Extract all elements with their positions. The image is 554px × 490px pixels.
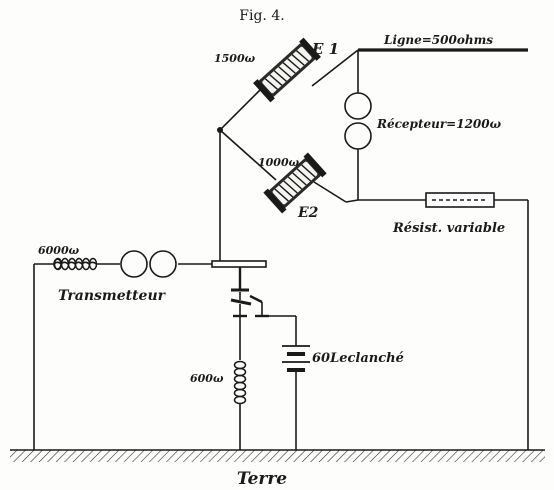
coil4-symbol bbox=[233, 360, 247, 405]
resistance-variable-label: Résist. variable bbox=[392, 221, 505, 236]
battery-symbol bbox=[282, 345, 310, 372]
transmetteur-label: Transmetteur bbox=[58, 288, 167, 304]
coil1-resistance-label: 1500ω bbox=[214, 52, 256, 65]
recepteur-label: Récepteur=1200ω bbox=[376, 117, 502, 131]
e2-label: E2 bbox=[297, 205, 319, 221]
coil4-resistance-label: 600ω bbox=[190, 372, 224, 385]
recepteur-symbol bbox=[344, 92, 372, 150]
bridge-junction bbox=[217, 127, 223, 133]
resistance-variable-symbol bbox=[425, 192, 495, 208]
ground bbox=[10, 449, 545, 462]
coil3-loops bbox=[53, 257, 98, 271]
battery-label: 60Leclanché bbox=[312, 351, 404, 366]
transmitter-wires bbox=[33, 263, 212, 450]
key-switch bbox=[211, 260, 269, 318]
terre-label: Terre bbox=[237, 469, 287, 489]
coil3-resistance-label: 6000ω bbox=[38, 244, 80, 257]
local-wires bbox=[239, 315, 297, 450]
bridge-wires bbox=[219, 49, 529, 450]
ligne-label: Ligne=500ohms bbox=[383, 33, 493, 47]
e1-label: E 1 bbox=[311, 40, 339, 58]
figure-title: Fig. 4. bbox=[239, 8, 284, 24]
coil2-resistance-label: 1000ω bbox=[258, 156, 300, 169]
transmetteur-symbol bbox=[120, 250, 177, 278]
coil-e1 bbox=[253, 37, 321, 103]
coil-e2 bbox=[263, 152, 327, 214]
